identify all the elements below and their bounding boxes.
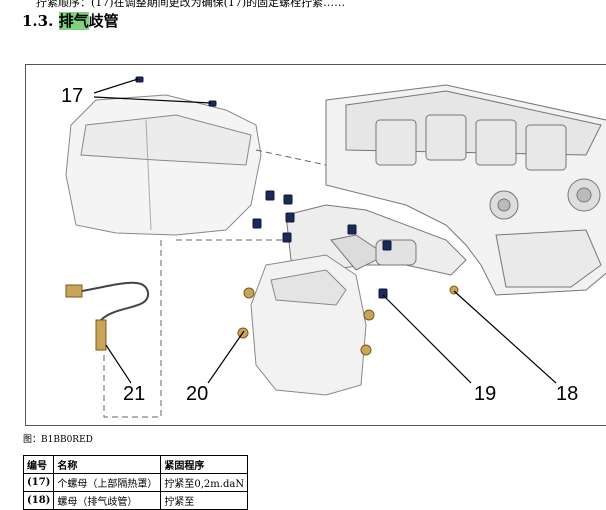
- table-row: (18) 螺母（排气歧管） 拧紧至: [22, 491, 249, 510]
- row-number: (18): [22, 491, 55, 510]
- exhaust-manifold-illustration: [285, 204, 467, 276]
- row-procedure: 拧紧至: [160, 491, 249, 510]
- row-number: (17): [22, 473, 55, 492]
- upper-heat-shield-illustration: [65, 94, 262, 236]
- table-header-row: 编号 名称 紧固程序: [22, 455, 249, 474]
- table-row: (17) 个螺母（上部隔热罩） 拧紧至0,2m.daN: [22, 473, 249, 492]
- header-name: 名称: [53, 455, 162, 474]
- callout-21: 21: [123, 383, 146, 405]
- nuts-and-bolts: [135, 76, 392, 299]
- header-number: 编号: [22, 455, 55, 474]
- tightening-table: 编号 名称 紧固程序 (17) 个螺母（上部隔热罩） 拧紧至0,2m.daN (…: [22, 455, 249, 510]
- callout-leader-lines: [93, 78, 557, 384]
- row-procedure: 拧紧至0,2m.daN: [160, 473, 249, 492]
- catalytic-converter-illustration: [250, 254, 367, 396]
- row-name: 螺母（排气歧管）: [53, 491, 162, 510]
- section-heading: 1.3. 排气歧管: [22, 10, 119, 31]
- cut-off-text-line: 拧紧顺序：(17)在调整期间更改为确保(17)的固定螺栓拧紧……: [36, 0, 346, 9]
- diagram-drawing: [65, 76, 606, 418]
- callout-20: 20: [186, 383, 209, 405]
- header-procedure: 紧固程序: [160, 455, 249, 474]
- caption-code: B1BB0RED: [41, 435, 93, 445]
- engine-exploded-diagram: 17 21 20 19 18: [25, 64, 606, 426]
- callout-19: 19: [474, 383, 497, 405]
- oxygen-sensor-illustration: [65, 281, 149, 351]
- row-name: 个螺母（上部隔热罩）: [53, 473, 162, 492]
- callout-17: 17: [61, 85, 84, 107]
- cylinder-head-illustration: [325, 84, 606, 296]
- caption-prefix: 图：: [23, 435, 42, 445]
- section-title-rest: 歧管: [88, 12, 119, 30]
- section-number: 1.3.: [22, 12, 54, 30]
- section-title-highlight: 排气: [58, 12, 89, 30]
- callout-18: 18: [556, 383, 579, 405]
- figure-caption: 图：B1BB0RED: [23, 432, 93, 445]
